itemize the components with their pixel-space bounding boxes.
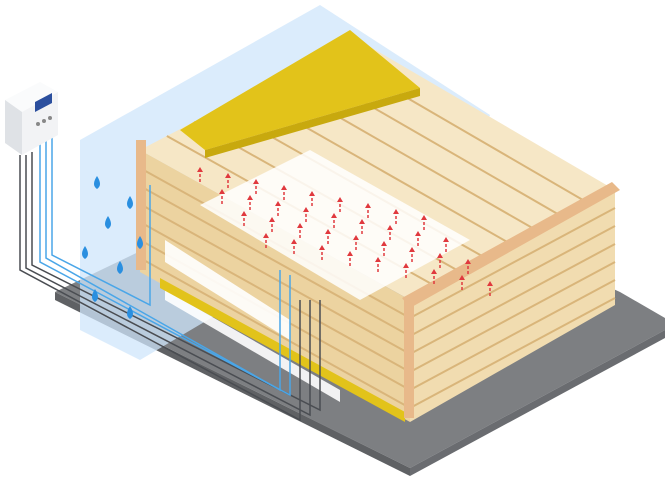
cable	[19, 155, 301, 422]
cable	[25, 155, 311, 417]
water-drop-icon	[137, 236, 143, 249]
heat-arrow-head	[403, 263, 409, 268]
water-drops	[82, 176, 143, 319]
cable	[31, 152, 321, 412]
heat-arrow-head	[359, 219, 365, 224]
controller-knob	[48, 116, 52, 120]
water-drop-icon	[127, 196, 133, 209]
heat-arrow-head	[415, 231, 421, 236]
heat-arrow-head	[219, 189, 225, 194]
heat-arrows	[197, 167, 493, 296]
heat-arrow-head	[269, 217, 275, 222]
heat-arrow-head	[337, 197, 343, 202]
back-post	[136, 140, 146, 270]
board-line	[139, 185, 411, 337]
heating-panel	[180, 30, 420, 150]
heat-arrow-head	[381, 241, 387, 246]
heat-arrow-head	[443, 237, 449, 242]
cables	[19, 122, 321, 422]
board-line	[409, 243, 616, 355]
front-beam	[402, 182, 620, 308]
heat-arrow-head	[431, 269, 437, 274]
heat-arrow-head	[387, 225, 393, 230]
heat-arrow-head	[487, 281, 493, 286]
board-line	[409, 279, 616, 391]
board-line	[409, 225, 616, 337]
board-line	[139, 221, 411, 373]
board-line	[409, 207, 616, 319]
heat-arrow-head	[325, 229, 331, 234]
sheet-3	[165, 290, 340, 402]
heat-arrow-head	[253, 179, 259, 184]
heat-arrow-head	[331, 213, 337, 218]
stack-right-face	[410, 190, 615, 422]
heat-arrow-head	[393, 209, 399, 214]
heat-arrow-head	[353, 235, 359, 240]
board-line	[139, 257, 411, 409]
heat-arrow-head	[365, 203, 371, 208]
controller-knob	[42, 119, 46, 123]
water-drop-icon	[82, 246, 88, 259]
heat-arrow-head	[241, 211, 247, 216]
water-drop-icon	[127, 306, 133, 319]
sensor-cable	[51, 122, 151, 307]
heat-arrow-head	[297, 223, 303, 228]
heat-arrow-head	[303, 207, 309, 212]
water-drop-icon	[117, 261, 123, 274]
heat-arrow-head	[437, 253, 443, 258]
water-drop-icon	[105, 216, 111, 229]
heat-arrow-head	[459, 275, 465, 280]
sheet-2	[165, 240, 290, 340]
heat-arrow-head	[247, 195, 253, 200]
heat-arrow-head	[309, 191, 315, 196]
water-drop-icon	[92, 289, 98, 302]
heat-arrow-head	[291, 239, 297, 244]
heat-arrow-head	[409, 247, 415, 252]
board-line	[409, 261, 616, 373]
sensor-cable	[39, 128, 291, 397]
heat-arrow-head	[465, 259, 471, 264]
heat-arrow-head	[263, 233, 269, 238]
heat-arrow-head	[225, 173, 231, 178]
water-drop-icon	[94, 176, 100, 189]
heat-arrow-head	[319, 245, 325, 250]
yellow-base-strip	[160, 278, 405, 422]
front-post	[404, 298, 414, 418]
floor-edge-right	[410, 330, 665, 476]
heat-arrow-head	[281, 185, 287, 190]
board-line	[139, 203, 411, 355]
controller-knob	[36, 122, 40, 126]
controller-display	[35, 93, 52, 112]
heat-arrow-head	[275, 201, 281, 206]
board-line	[409, 297, 616, 409]
heat-arrow-head	[421, 215, 427, 220]
heat-arrow-head	[347, 251, 353, 256]
heat-arrow-head	[375, 257, 381, 262]
controller-box	[5, 82, 58, 155]
heat-arrow-head	[197, 167, 203, 172]
stack-left-face	[140, 150, 410, 422]
heating-panel-edge	[205, 88, 420, 158]
sensor-cable	[45, 125, 281, 392]
sheet-1	[200, 150, 470, 300]
